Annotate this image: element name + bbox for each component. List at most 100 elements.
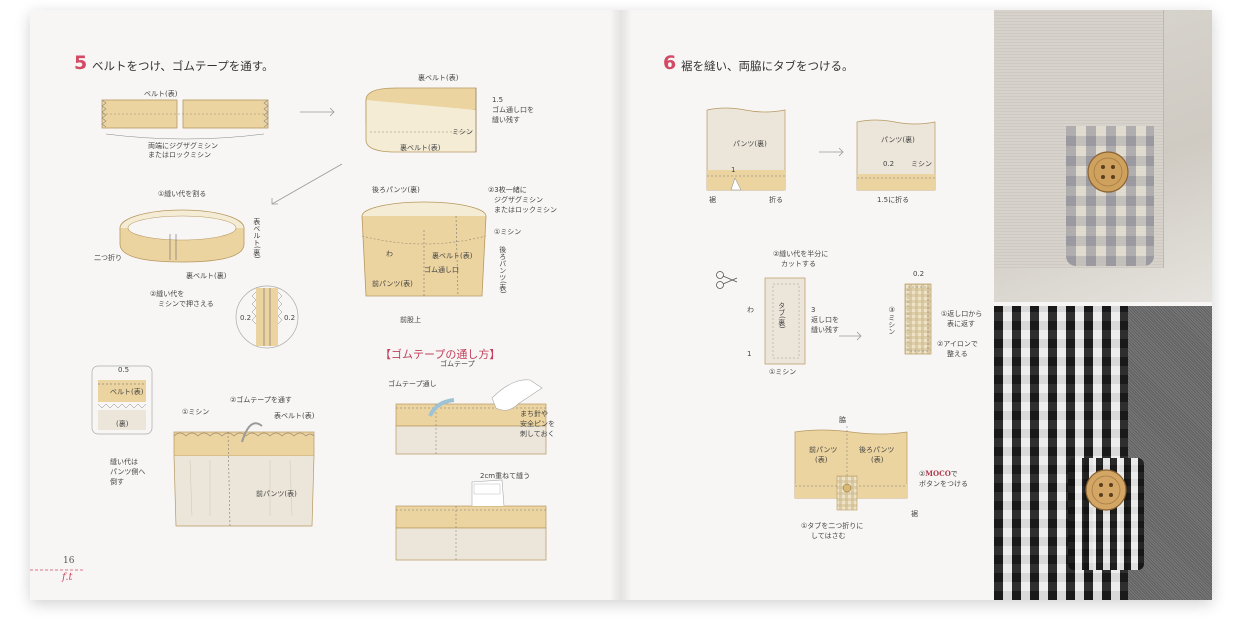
label: ボタンをつける	[919, 480, 968, 488]
left-page: 5 ベルトをつけ、ゴムテープを通す。 ベルト(表) 両端にジグザグミシン または…	[30, 10, 621, 600]
belt-flat-illustration	[101, 99, 269, 140]
label: 刺しておく	[520, 430, 555, 438]
hem-stitched-illustration	[856, 119, 936, 191]
elastic-threading-illustration	[395, 379, 547, 455]
label: 後ろパンツ	[859, 446, 895, 454]
section-title: 【ゴムテープの通し方】	[380, 348, 501, 361]
label: (裏)	[116, 420, 129, 428]
label: 0.2	[913, 270, 925, 278]
arrow-down-left-icon	[271, 163, 343, 205]
label: 裏ベルト(表)	[400, 144, 441, 152]
arrow-right-icon	[839, 331, 862, 341]
label: またはロックミシン	[494, 206, 557, 214]
label: ①ミシン	[494, 228, 522, 236]
tab-illustration	[764, 277, 806, 365]
label: カットする	[781, 260, 816, 268]
label: 3	[811, 306, 816, 314]
label: 1	[747, 350, 752, 358]
arrow-right-icon	[300, 107, 335, 117]
label: 前パンツ(表)	[372, 280, 413, 288]
elastic-overlap-illustration	[395, 479, 547, 561]
label: 1	[731, 166, 736, 174]
label: 安全ピンを	[520, 420, 555, 428]
label: ②ゴムテープを通す	[230, 396, 292, 404]
label: 表ベルト(裏)	[252, 218, 261, 259]
photo-linen-tab	[994, 10, 1212, 302]
gathered-waist-illustration	[173, 422, 315, 527]
label: (表)	[815, 456, 828, 464]
step-number: 6	[663, 52, 677, 74]
label: 両端にジグザグミシン	[148, 142, 218, 150]
step-number: 5	[74, 52, 88, 74]
label: パンツ(裏)	[733, 140, 767, 148]
moco-brand-text: MOCO	[925, 469, 951, 478]
label: 縫い残す	[811, 326, 839, 334]
label: 0.5	[118, 366, 130, 374]
label: ゴム通し口	[424, 266, 459, 274]
label: わ	[747, 306, 754, 314]
tab-checked-illustration	[904, 283, 932, 355]
label: で	[950, 470, 958, 478]
label: タブ(裏)	[777, 302, 786, 329]
label: 1.5に折る	[877, 196, 910, 204]
pants-waist-illustration	[361, 201, 487, 297]
label: ②	[919, 470, 926, 478]
label: 返し口を	[811, 316, 839, 324]
label: ゴムテープ通し	[388, 380, 437, 388]
belt-detail-illustration	[91, 365, 153, 435]
arrow-right-icon	[819, 147, 844, 157]
label: 前パンツ	[809, 446, 838, 454]
label: 0.2	[240, 314, 252, 322]
label: 裾	[709, 196, 716, 204]
label: ①返し口から	[941, 310, 983, 318]
button-icon	[1085, 469, 1127, 511]
tab-attach-illustration	[794, 426, 908, 511]
step-title: 裾を縫い、両脇にタブをつける。	[681, 59, 854, 73]
photo-gingham-tab	[994, 306, 1212, 600]
folio-dashes	[30, 569, 84, 571]
label: 0.2	[284, 314, 296, 322]
label: ミシンで押さえる	[158, 300, 214, 308]
label: ベルト(表)	[110, 388, 144, 396]
label: わ	[386, 250, 393, 258]
label: ②アイロンで	[937, 340, 978, 348]
label: ②3枚一緒に	[488, 186, 527, 194]
right-page: 6 裾を縫い、両脇にタブをつける。 パンツ(裏) 1 裾 折る パンツ(裏) 0…	[621, 10, 1212, 600]
label: ①ミシン	[769, 368, 797, 376]
label: 裏ベルト(裏)	[186, 272, 227, 280]
label: 表に返す	[947, 320, 975, 328]
label: 0.2	[883, 160, 895, 168]
book-gutter	[610, 10, 632, 600]
label: まち針や	[520, 410, 548, 418]
label: ジグザグミシン	[494, 196, 543, 204]
label: 前股上	[400, 316, 421, 324]
hem-fold-illustration	[706, 107, 786, 191]
label: パンツ(裏)	[881, 136, 915, 144]
label: ①縫い代を割る	[158, 190, 207, 198]
label: ③ミシン	[887, 306, 896, 335]
label: ゴム通し口を	[492, 106, 534, 114]
book-spread: 5 ベルトをつけ、ゴムテープを通す。 ベルト(表) 両端にジグザグミシン または…	[30, 10, 1212, 600]
label: ミシン	[452, 128, 473, 136]
label: またはロックミシン	[148, 151, 211, 159]
label: してはさむ	[811, 532, 846, 540]
label: ②縫い代を	[150, 290, 185, 298]
label: 1.5	[492, 96, 504, 104]
label: 後ろパンツ(裏)	[372, 186, 420, 194]
label: 裏ベルト(表)	[418, 74, 459, 82]
brand-mark: f.t	[62, 572, 73, 583]
label: 折る	[769, 196, 783, 204]
label: 整える	[947, 350, 968, 358]
seam-detail-illustration	[235, 285, 299, 349]
label: ②縫い代を半分に	[773, 250, 829, 258]
label: 裏ベルト(表)	[432, 252, 473, 260]
page-number: 16	[63, 556, 75, 566]
label: 縫い代は	[110, 458, 138, 466]
label: ①タブを二つ折りに	[801, 522, 864, 530]
label: 表ベルト(表)	[274, 412, 315, 420]
label: 縫い残す	[492, 116, 520, 124]
label: 二つ折り	[94, 254, 122, 262]
label: パンツ側へ	[110, 468, 146, 476]
belt-loop-illustration	[365, 87, 477, 153]
belt-ring-illustration	[119, 209, 245, 263]
